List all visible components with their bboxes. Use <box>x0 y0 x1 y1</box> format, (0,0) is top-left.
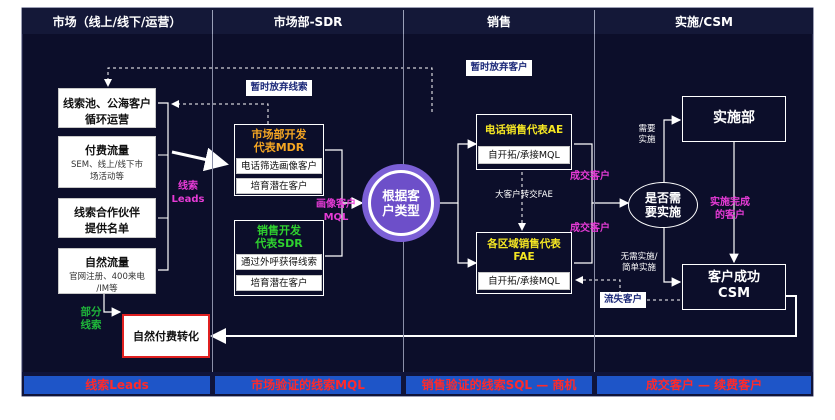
impl-dept-box: 实施部 <box>682 96 786 142</box>
partner-line1: 线索合作伙伴 <box>74 206 140 219</box>
ae-title: 电话销售代表AE <box>484 124 564 136</box>
header-band <box>22 8 813 34</box>
natural-traffic-sub1: 官网注册、400来电 <box>69 272 145 282</box>
column-header-sales: 销售 <box>486 15 511 29</box>
header-divider <box>594 10 595 34</box>
ae-item: 自开拓/承接MQL <box>478 146 570 164</box>
no-impl-arrow <box>663 226 682 287</box>
transfer-label: 大客户转交FAE <box>495 190 553 200</box>
partial-leads-label: 部分 线索 <box>80 306 102 331</box>
to-ae-arrow <box>440 139 478 204</box>
leads-arrow <box>171 147 229 172</box>
customer-type-decision: 根据客 户类型 <box>362 164 440 242</box>
sdr-box <box>234 220 324 296</box>
churn-arrow <box>575 276 680 301</box>
impl-decision: 是否需 要实施 <box>628 182 698 228</box>
fae-box <box>476 232 572 294</box>
mql-label: 画像客户 MQL <box>316 199 356 223</box>
sdr-item-calling: 通过外呼获得线索 <box>236 254 322 270</box>
organic-conversion-box: 自然付费转化 <box>122 314 210 358</box>
header-divider <box>403 10 404 34</box>
to-fae-arrow <box>457 203 478 268</box>
lead-pool-line1: 线索池、公海客户 <box>63 97 151 110</box>
header-divider <box>212 10 213 34</box>
churn-label: 流失客户 <box>600 292 646 308</box>
paid-traffic-sub1: SEM、线上/线下市 <box>71 160 143 170</box>
natural-traffic-title: 自然流量 <box>85 256 129 269</box>
paid-traffic-title: 付费流量 <box>85 144 129 157</box>
impl-done-label: 实施完成 的客户 <box>710 197 750 221</box>
partner-box: 线索合作伙伴 提供名单 <box>58 198 156 238</box>
column-footer-sdr: 市场验证的线索MQL <box>215 376 401 394</box>
paid-traffic-sub2: 场活动等 <box>89 172 124 182</box>
sdr-title: 销售开发 代表SDR <box>255 224 303 250</box>
mdr-item-screening: 电话筛选画像客户 <box>236 158 322 174</box>
column-footer-csm: 成交客户 — 续费客户 <box>597 376 811 394</box>
no-impl-label: 无需实施/ 简单实施 <box>620 252 658 273</box>
column-divider <box>212 34 213 372</box>
deal-label-top: 成交客户 <box>570 171 610 182</box>
column-footer-sales: 销售验证的线索SQL — 商机 <box>406 376 592 394</box>
mdr-title: 市场部开发 代表MDR <box>251 128 307 154</box>
organic-arrow <box>103 290 122 317</box>
leads-label: 线索 Leads <box>171 181 205 205</box>
partner-line2: 提供名单 <box>85 222 129 235</box>
paid-traffic-box: 付费流量 SEM、线上/线下市 场活动等 <box>58 136 156 188</box>
column-header-csm: 实施/CSM <box>675 15 733 29</box>
lead-pool-box: 线索池、公海客户 循环运营 <box>58 88 156 128</box>
lead-pool-line2: 循环运营 <box>85 113 129 126</box>
deal-label-bottom: 成交客户 <box>570 223 610 234</box>
column-header-sdr: 市场部-SDR <box>273 15 343 29</box>
ae-deal-arrow <box>574 143 630 208</box>
column-footer-market: 线索Leads <box>24 376 210 394</box>
pause-lead-loop <box>171 100 269 124</box>
ae-box <box>476 114 572 170</box>
pause-lead-label: 暂时放弃线索 <box>246 80 312 96</box>
need-impl-label: 需要 实施 <box>638 124 656 145</box>
natural-traffic-box: 自然流量 官网注册、400来电 /IM等 <box>58 248 156 294</box>
csm-box: 客户成功 CSM <box>682 264 786 310</box>
mdr-item-nurture: 培育潜在客户 <box>236 178 322 194</box>
pause-customer-label: 暂时放弃客户 <box>466 60 532 76</box>
column-divider <box>594 34 595 372</box>
sdr-item-nurture: 培育潜在客户 <box>236 275 322 291</box>
mdr-box <box>234 124 324 196</box>
market-bracket <box>158 102 169 271</box>
renewal-loop <box>210 295 797 344</box>
fae-title: 各区域销售代表 FAE <box>487 238 561 263</box>
pause-customer-loop <box>104 67 433 112</box>
customer-type-decision-inner: 根据客 户类型 <box>371 173 431 233</box>
natural-traffic-sub2: /IM等 <box>96 284 118 294</box>
column-header-market: 市场（线上/线下/运营） <box>52 15 182 29</box>
fae-item: 自开拓/承接MQL <box>478 272 570 290</box>
fae-deal-arrow <box>574 203 593 264</box>
need-impl-arrow <box>663 115 682 182</box>
